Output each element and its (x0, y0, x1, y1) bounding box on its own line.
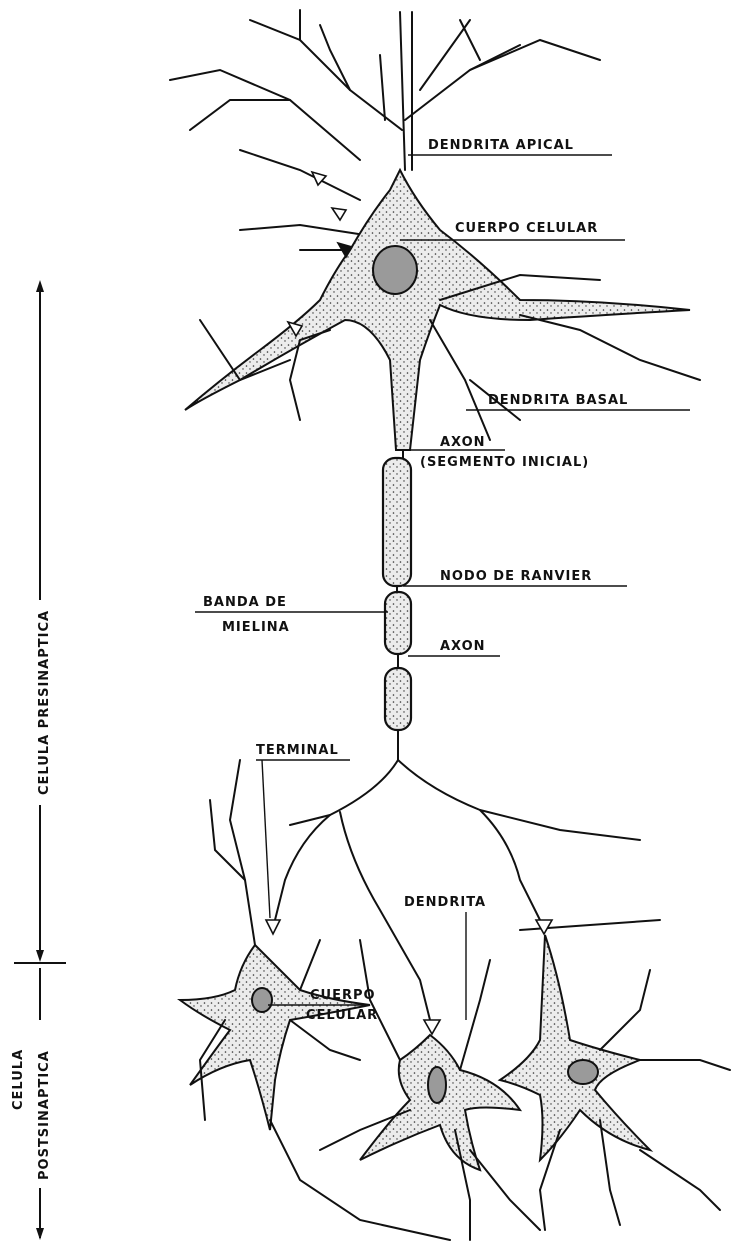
myelin-segment-1 (383, 458, 411, 586)
label-axon-line1: AXON (440, 435, 486, 450)
presynaptic-neuron (170, 10, 700, 1034)
postsynaptic-neuron-middle (320, 940, 540, 1240)
label-terminal: TERMINAL (256, 743, 339, 758)
postsynaptic-neuron-right (500, 935, 730, 1230)
myelin-segment-3 (385, 668, 411, 730)
label-cuerpo-post-line2: CELULAR (306, 1008, 378, 1023)
presynaptic-nucleus (373, 246, 417, 294)
label-cuerpo-post-line1: CUERPO (310, 988, 376, 1003)
synapse-terminal-middle (424, 1020, 440, 1034)
label-axon-line2: (SEGMENTO INICIAL) (420, 455, 589, 470)
label-celula-post-line2: POSTSINAPTICA (37, 1050, 52, 1180)
label-celula-post-line1: CELULA (11, 1049, 26, 1110)
label-banda-line1: BANDA DE (203, 595, 287, 610)
presynaptic-bracket: CELULA PRESINAPTICA (36, 280, 52, 962)
label-dendrita: DENDRITA (404, 895, 486, 910)
label-celula-presinaptica: CELULA PRESINAPTICA (37, 610, 52, 795)
label-dendrita-apical: DENDRITA APICAL (428, 138, 574, 153)
synapse-terminal-left (266, 920, 280, 934)
label-axon: AXON (440, 639, 486, 654)
label-banda-line2: MIELINA (222, 620, 290, 635)
postsynaptic-bracket: CELULA POSTSINAPTICA (11, 968, 52, 1240)
myelin-segment-2 (385, 592, 411, 654)
presynaptic-cell-body (185, 170, 690, 450)
label-cuerpo-celular: CUERPO CELULAR (455, 221, 598, 236)
label-dendrita-basal: DENDRITA BASAL (488, 393, 628, 408)
label-nodo-ranvier: NODO DE RANVIER (440, 569, 592, 584)
